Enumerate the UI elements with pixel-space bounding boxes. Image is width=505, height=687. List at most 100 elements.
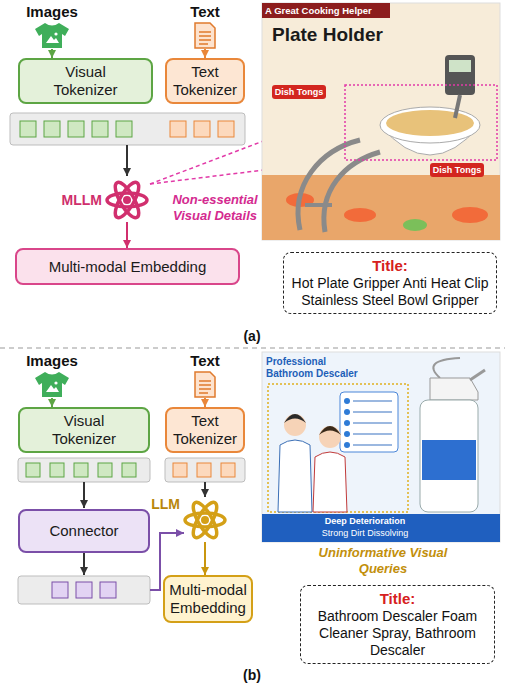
product-image <box>430 163 484 177</box>
model-icon: LLM <box>183 498 227 542</box>
token-strip <box>122 463 136 477</box>
atom-icon <box>201 516 209 524</box>
document-icon <box>195 23 215 48</box>
token-strip <box>68 121 84 137</box>
token-strip <box>100 582 116 598</box>
product-image <box>449 60 471 72</box>
box-label: Text Tokenizer <box>170 63 240 99</box>
input-icon: Images <box>22 3 82 49</box>
product-image <box>344 420 350 426</box>
product-image <box>422 440 476 480</box>
connector-box: Connector <box>18 509 150 553</box>
flow-arrow <box>204 49 206 58</box>
image-icon <box>35 372 69 397</box>
product-image <box>344 431 350 437</box>
document-icon <box>195 23 215 48</box>
atom-icon <box>111 179 143 221</box>
title-heading: Title: <box>380 590 416 608</box>
annotation: Uninformative Visual Queries <box>318 545 448 577</box>
token-strip <box>74 463 88 477</box>
product-image <box>353 400 392 402</box>
token-strip <box>116 121 132 137</box>
product-image <box>380 107 480 143</box>
product-image <box>430 378 478 400</box>
image-icon <box>54 381 57 384</box>
product-image <box>344 208 376 222</box>
input-icon: Text <box>180 3 230 49</box>
product-image <box>455 95 460 118</box>
image-text: A Great Cooking Helper <box>265 4 389 17</box>
token-strip <box>98 463 112 477</box>
tokenizer-box: Text Tokenizer <box>165 58 245 104</box>
image-icon <box>46 36 59 43</box>
product-image <box>262 3 390 18</box>
box-label: Visual Tokenizer <box>43 63 128 99</box>
token-strip <box>18 458 150 482</box>
token-strip <box>10 113 245 145</box>
box-label: Multi-modal Embedding <box>49 258 207 276</box>
image-tag: Dish Tongs <box>430 164 484 176</box>
image-text: Plate Holder <box>272 24 422 46</box>
panel-label: (b) <box>236 667 268 684</box>
product-image <box>284 414 306 423</box>
annotation: Non-essential Visual Details <box>160 192 270 224</box>
panel-label: (a) <box>236 328 268 345</box>
atom-icon <box>185 499 225 541</box>
token-strip <box>18 458 150 482</box>
product-image <box>353 411 392 413</box>
product-image <box>272 85 326 99</box>
product-image <box>445 55 475 95</box>
tokenizer-box: Text Tokenizer <box>165 407 245 453</box>
token-strip <box>170 121 186 137</box>
product-image <box>403 219 427 231</box>
product-image <box>278 440 312 512</box>
product-image <box>353 444 392 446</box>
flow-arrow <box>204 398 206 407</box>
token-strip <box>20 121 36 137</box>
flow-arrow <box>51 49 53 58</box>
title-heading: Title: <box>372 257 408 275</box>
image-text: Strong Dirt Dissolving <box>290 527 440 539</box>
product-image <box>344 398 350 404</box>
token-strip <box>194 121 210 137</box>
model-name: MLLM <box>62 192 102 208</box>
token-strip <box>44 121 60 137</box>
flow-arrow <box>204 482 206 497</box>
image-icon <box>35 23 69 48</box>
product-image <box>353 422 392 424</box>
image-text: Deep Deterioration <box>290 515 440 527</box>
image-icon <box>54 32 57 35</box>
flow-arrow <box>204 542 206 575</box>
product-image <box>345 85 497 160</box>
product-image <box>319 426 341 448</box>
product-image <box>452 207 488 223</box>
image-text: Professional Bathroom Descaler <box>266 356 371 380</box>
token-strip <box>18 576 150 604</box>
title-text: Bathroom Descaler Foam Cleaner Spray, Ba… <box>307 608 488 659</box>
token-strip <box>50 463 64 477</box>
input-heading: Images <box>26 3 78 20</box>
product-image <box>353 433 392 435</box>
atom-icon <box>123 196 131 204</box>
product-image <box>386 110 474 136</box>
product-image <box>262 352 500 542</box>
product-image <box>313 452 347 512</box>
product-image <box>344 442 350 448</box>
flow-arrow <box>51 398 53 407</box>
box-label: Connector <box>49 522 118 540</box>
product-image <box>268 384 408 512</box>
input-heading: Text <box>190 3 220 20</box>
document-icon <box>199 381 211 393</box>
token-strip <box>52 582 68 598</box>
product-image <box>298 140 360 230</box>
embedding-box: Multi-modal Embedding <box>15 248 240 285</box>
token-strip <box>76 582 92 598</box>
atom-icon <box>111 179 143 221</box>
token-strip <box>218 121 234 137</box>
input-heading: Text <box>190 352 220 369</box>
box-label: Visual Tokenizer <box>42 412 127 448</box>
document-icon <box>195 372 215 397</box>
atom-icon <box>185 513 225 527</box>
input-heading: Images <box>26 352 78 369</box>
